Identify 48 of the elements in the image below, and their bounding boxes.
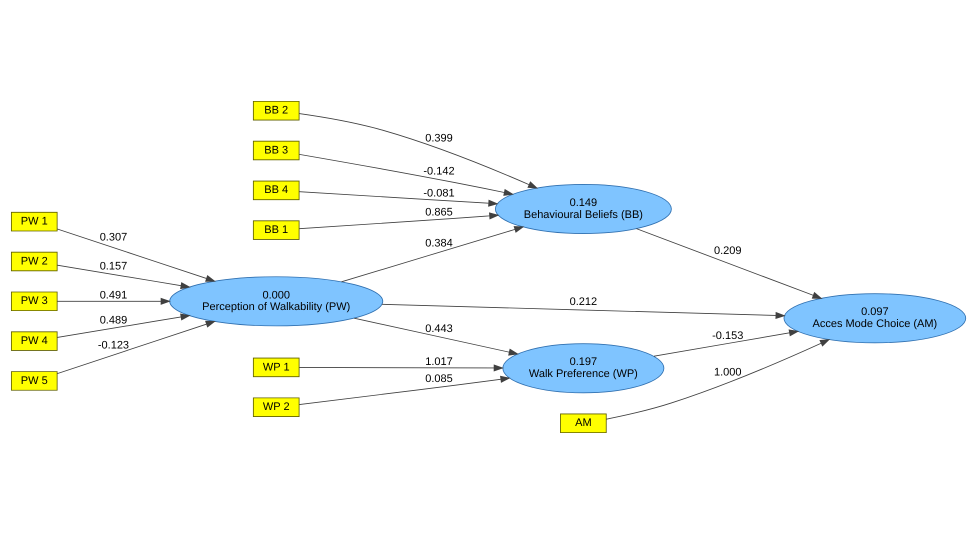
edge-label: 0.443 (425, 323, 453, 336)
node-box: PW 4 (10, 331, 58, 351)
node-box: WP 1 (252, 358, 300, 378)
edge-label: 0.489 (100, 314, 128, 327)
edge-label: 1.017 (425, 356, 453, 368)
arrow (654, 329, 800, 357)
arrow (354, 318, 519, 356)
node-box: AM (560, 414, 607, 434)
edge-label: 0.384 (425, 238, 453, 250)
edge-label: -0.123 (98, 339, 130, 352)
node-box: PW 1 (10, 212, 58, 232)
edge-label: -0.153 (712, 330, 744, 342)
arrow (341, 226, 524, 282)
arrow (56, 298, 171, 305)
node-box: PW 5 (10, 371, 58, 391)
node-box: BB 1 (252, 220, 300, 240)
node-ellipse: 0.097 Acces Mode Choice (AM) (784, 293, 966, 344)
arrow (298, 376, 511, 405)
arrow (56, 228, 216, 282)
node-box: BB 3 (252, 140, 300, 160)
arrow (636, 228, 822, 299)
arrow (56, 320, 216, 374)
node-box: WP 2 (252, 397, 300, 417)
arrow (298, 113, 538, 189)
arrow (298, 154, 514, 196)
edge-label: 0.399 (425, 132, 453, 145)
edge-label: 0.085 (425, 373, 453, 386)
arrow (298, 364, 504, 372)
arrow (382, 304, 786, 320)
edge-label: 0.157 (100, 260, 128, 272)
edge-label: 0.307 (100, 232, 128, 244)
node-box: PW 2 (10, 252, 58, 272)
edge-label: 0.491 (100, 289, 128, 302)
arrow (606, 339, 830, 420)
node-box: PW 3 (10, 292, 58, 312)
arrow (298, 191, 498, 207)
node-ellipse: 0.197 Walk Preference (WP) (502, 343, 664, 394)
edge-label: 0.212 (570, 296, 598, 308)
edge-label: 0.865 (425, 206, 453, 218)
edge-label: 1.000 (714, 366, 742, 378)
arrow (298, 212, 500, 230)
edge-label: 0.209 (714, 245, 742, 258)
node-box: BB 4 (252, 180, 300, 200)
arrow (56, 264, 191, 290)
node-box: BB 2 (252, 100, 300, 120)
arrow (56, 313, 191, 338)
edge-label: -0.081 (423, 188, 455, 200)
edge-label: -0.142 (423, 166, 455, 178)
